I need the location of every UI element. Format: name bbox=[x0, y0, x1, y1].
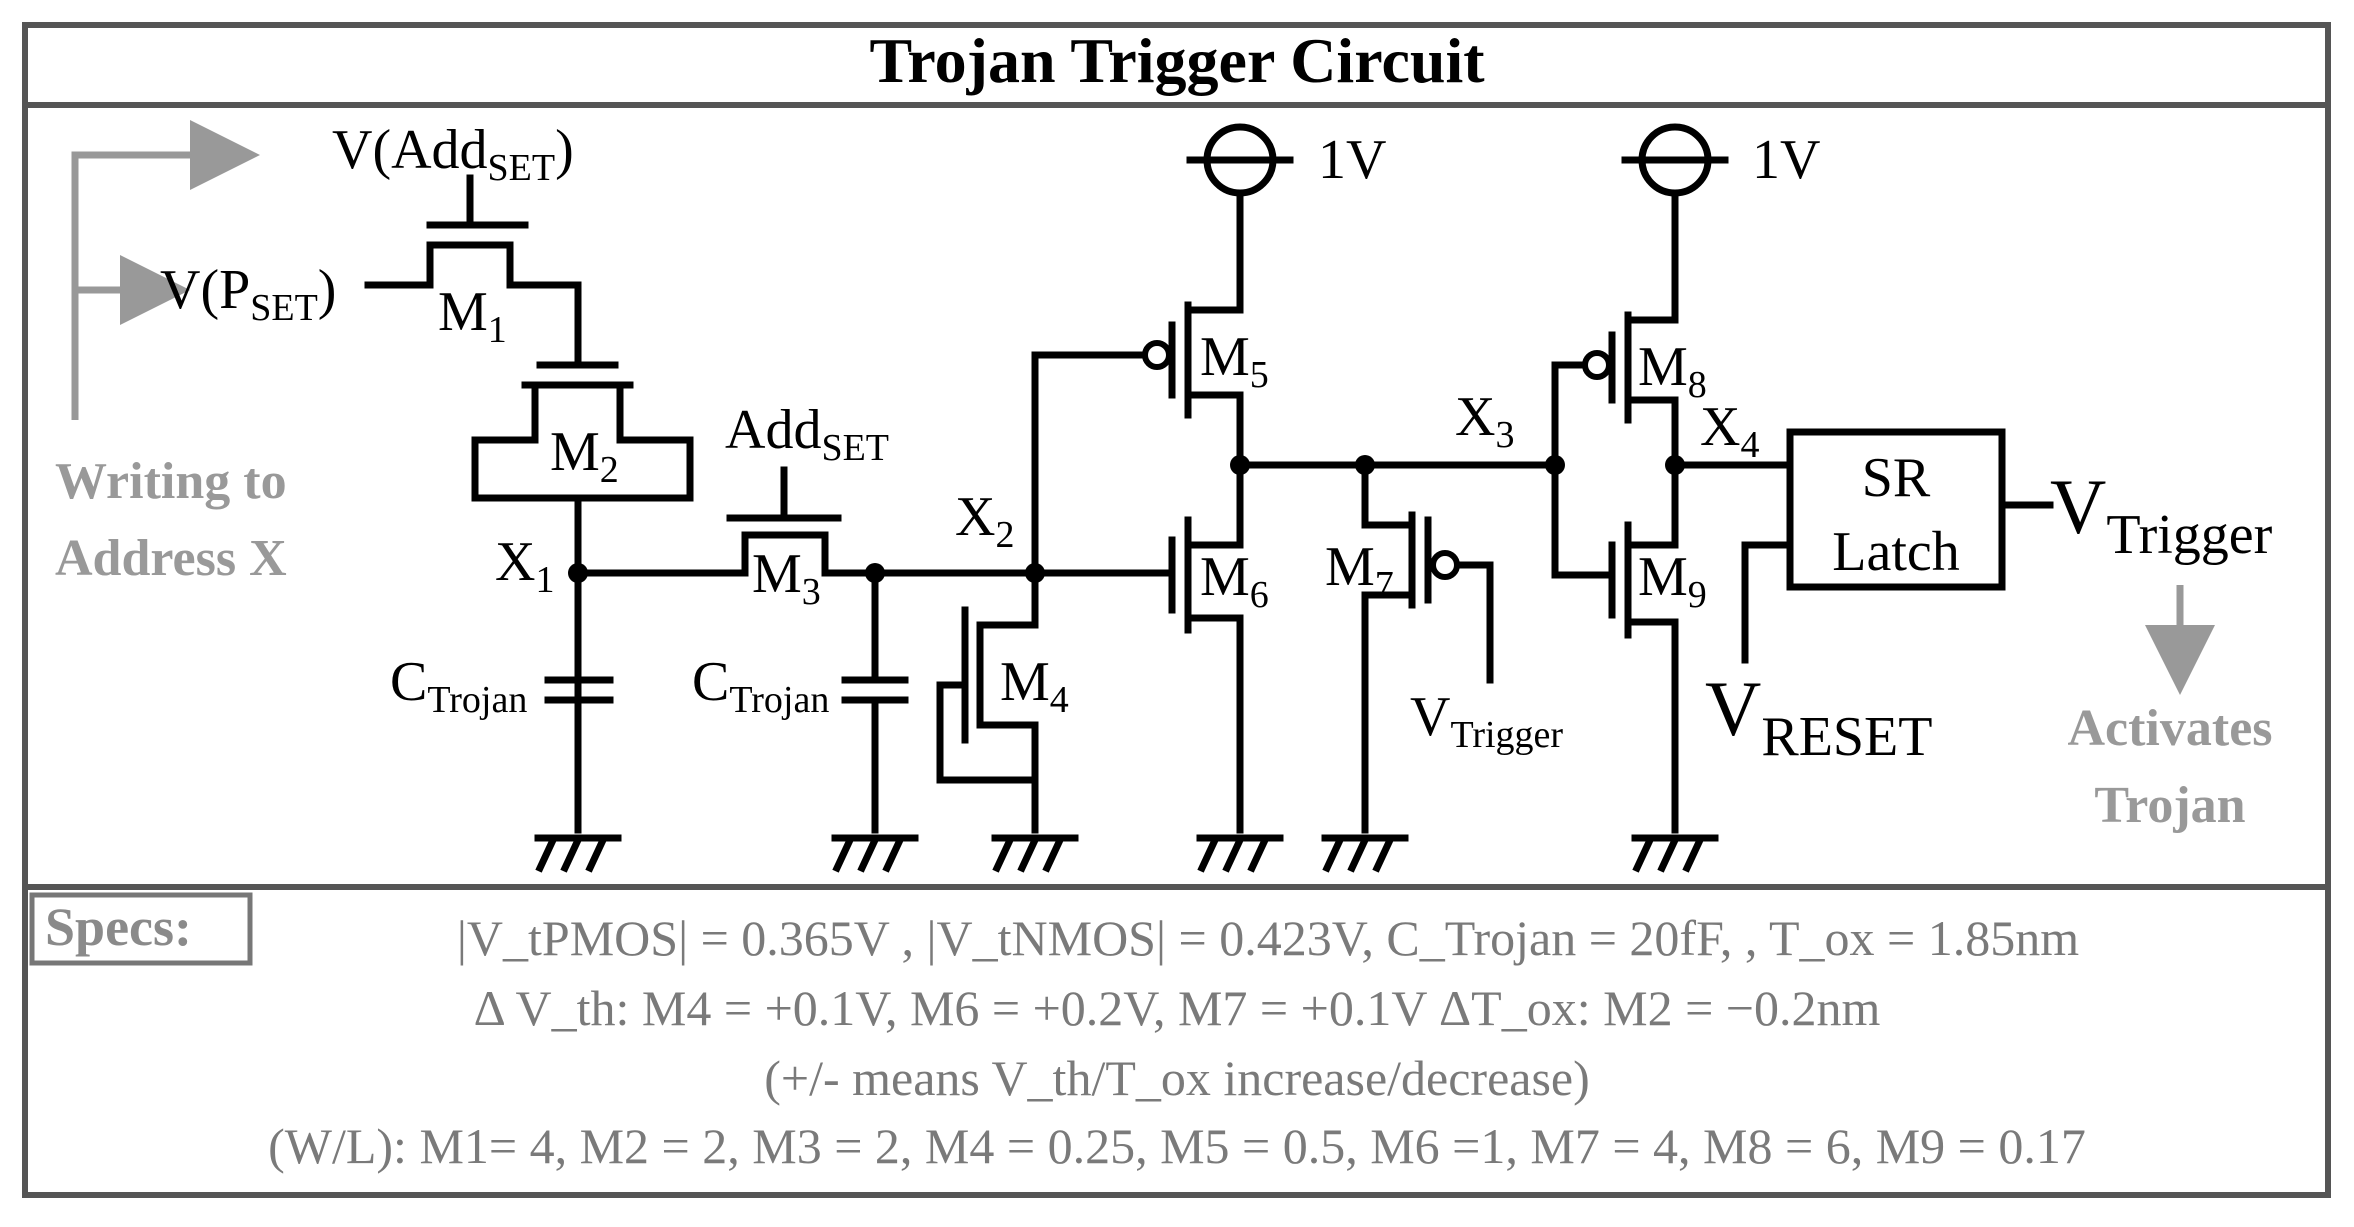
x1-label: X1 bbox=[495, 531, 554, 601]
latch-label-line2: Latch bbox=[1832, 521, 1959, 583]
m5-gate-bubble bbox=[1142, 340, 1172, 370]
activates-label-line2: Trojan bbox=[2094, 777, 2245, 834]
activates-label-line1: Activates bbox=[2067, 700, 2272, 757]
specs-line-2: Δ V_th: M4 = +0.1V, M6 = +0.2V, M7 = +0.… bbox=[474, 980, 1881, 1036]
m7-gate-bubble bbox=[1430, 550, 1460, 580]
ground-symbols bbox=[534, 834, 1719, 873]
writing-label-line1: Writing to bbox=[55, 453, 287, 510]
vdd2-label: 1V bbox=[1752, 129, 1820, 191]
writing-label-line2: Address X bbox=[55, 530, 287, 587]
title: Trojan Trigger Circuit bbox=[869, 25, 1485, 96]
specs-label-box bbox=[29, 892, 253, 966]
x2-label: X2 bbox=[955, 486, 1014, 556]
writing-arrows bbox=[71, 120, 260, 420]
c2-label: CTrojan bbox=[692, 651, 829, 721]
m8-label: M8 bbox=[1638, 336, 1707, 406]
v-p-set-label: V(PSET) bbox=[160, 259, 336, 329]
specs-line-1: |V_tPMOS| = 0.365V , |V_tNMOS| = 0.423V,… bbox=[457, 910, 2079, 966]
junction-dots bbox=[568, 455, 1685, 583]
outer-frame bbox=[22, 22, 2331, 1198]
v-trigger-input-label: VTrigger bbox=[1410, 686, 1563, 756]
v-reset-label: VRESET bbox=[1705, 665, 1932, 768]
m3-label: M3 bbox=[752, 543, 821, 613]
v-trigger-output-label: VTrigger bbox=[2050, 463, 2273, 566]
m1-label: M1 bbox=[438, 281, 507, 351]
wiring bbox=[364, 123, 2054, 834]
m5-label: M5 bbox=[1200, 326, 1269, 396]
m8-gate-bubble bbox=[1582, 350, 1612, 380]
m2-label: M2 bbox=[550, 421, 619, 491]
m6-label: M6 bbox=[1200, 546, 1269, 616]
m9-label: M9 bbox=[1638, 546, 1707, 616]
add-set-label: AddSET bbox=[725, 399, 889, 469]
c1-label: CTrojan bbox=[390, 651, 527, 721]
specs-label: Specs: bbox=[45, 897, 192, 957]
m7-label: M7 bbox=[1325, 536, 1394, 606]
x4-label: X4 bbox=[1700, 396, 1759, 466]
latch-label-line1: SR bbox=[1862, 447, 1931, 509]
x3-label: X3 bbox=[1455, 386, 1514, 456]
vdd1-label: 1V bbox=[1318, 129, 1386, 191]
specs-line-4: (W/L): M1= 4, M2 = 2, M3 = 2, M4 = 0.25,… bbox=[268, 1118, 2086, 1174]
m4-label: M4 bbox=[1000, 651, 1069, 721]
specs-line-3: (+/- means V_th/T_ox increase/decrease) bbox=[764, 1050, 1590, 1106]
v-add-set-label: V(AddSET) bbox=[332, 119, 574, 189]
